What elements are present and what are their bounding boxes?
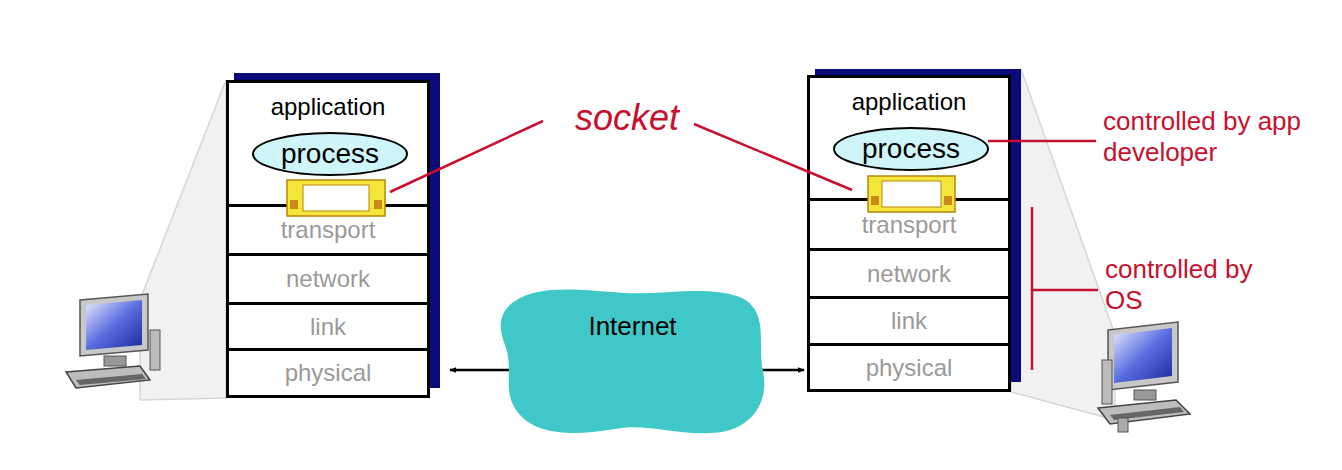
transport-layer: transport <box>807 198 1011 251</box>
layer-label: physical <box>810 354 1008 382</box>
socket-label: socket <box>552 96 702 139</box>
bracket <box>1031 207 1034 370</box>
stack-shadow <box>234 73 440 388</box>
stack-frame <box>807 75 1011 392</box>
process-ellipse: process <box>832 126 990 172</box>
process-ellipse: process <box>251 131 409 177</box>
leader-line <box>1032 289 1098 292</box>
layer-label: physical <box>229 359 427 387</box>
layer-label: application <box>229 93 427 121</box>
internet-cloud: Internet <box>495 283 770 437</box>
layer-label: transport <box>229 216 427 244</box>
physical-layer: physical <box>226 348 430 398</box>
callout-note: controlled by app developer <box>1103 106 1337 168</box>
link-layer: link <box>226 302 430 351</box>
stack-frame <box>226 80 430 398</box>
leader-line <box>694 124 852 190</box>
computer-icon <box>66 294 160 388</box>
perspective-shade <box>1011 69 1115 420</box>
transport-layer: transport <box>226 204 430 256</box>
process-label: process <box>251 138 409 170</box>
socket-symbol <box>287 180 385 216</box>
physical-layer: physical <box>807 343 1011 392</box>
leader-line <box>988 140 1096 143</box>
network-layer: network <box>226 253 430 305</box>
link-layer: link <box>807 296 1011 346</box>
cloud-label: Internet <box>495 311 770 341</box>
layer-label: network <box>229 265 427 293</box>
application-layer: application process <box>807 75 1011 201</box>
layer-label: application <box>810 88 1008 116</box>
application-layer: application process <box>226 80 430 207</box>
stack-shadow <box>815 69 1021 382</box>
cloud-shape <box>495 283 770 437</box>
process-label: process <box>832 133 990 165</box>
computer-icon <box>1098 322 1190 432</box>
layer-label: transport <box>810 211 1008 239</box>
leader-line <box>390 121 543 192</box>
callout-note: controlled by OS <box>1105 254 1255 316</box>
layer-label: link <box>810 307 1008 335</box>
network-layer: network <box>807 248 1011 299</box>
socket-symbol <box>868 176 955 212</box>
perspective-shade <box>140 80 226 400</box>
layer-label: link <box>229 313 427 341</box>
layer-label: network <box>810 260 1008 288</box>
